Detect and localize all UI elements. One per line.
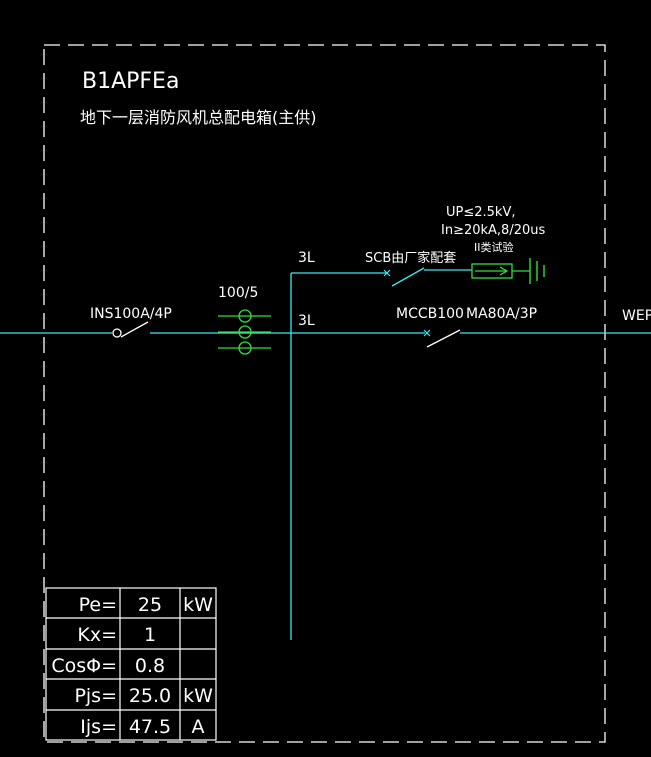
spd-rating-line2: In≥20kA,8/20us [441,223,545,238]
panel-name: 地下一层消防风机总配电箱(主供) [80,108,317,127]
table-row-label: Kx= [77,624,117,646]
ground-icon [529,258,545,284]
outgoing-circuit-label: WEP [622,308,651,324]
outgoing-breaker-trip: MA80A/3P [466,306,537,322]
table-row-value: 25.0 [129,685,171,707]
spd-arrow-head [499,266,509,276]
table-row-label: CosΦ= [51,655,117,677]
table-row-unit: kW [183,685,213,707]
incoming-switch-blade [120,321,149,338]
ct-ratio-label: 100/5 [218,285,258,301]
table-row-value: 47.5 [129,716,171,738]
table-row-label: Pe= [79,594,117,616]
spd-class-label: II类试验 [474,240,514,254]
spd-rating-line1: UP≤2.5kV, [446,205,515,220]
enclosure-boundary [43,44,606,743]
table-row-value: 0.8 [135,655,165,677]
outgoing-breaker-x [423,329,431,337]
busbar-phase-label: 3L [298,313,315,329]
table-row-label: Pjs= [74,685,117,707]
table-row-value: 25 [138,594,162,616]
surge-breaker-x [383,269,391,277]
table-row-label: Ijs= [80,716,117,738]
table-row-unit: kW [183,594,213,616]
surge-breaker-blade [391,267,425,287]
table-row-unit: A [192,716,205,738]
current-transformer-group [218,309,271,355]
surge-breaker-label: SCB由厂家配套 [365,250,456,266]
surge-phase-label: 3L [298,250,315,266]
panel-code: B1APFEa [82,69,179,94]
table-row-value: 1 [144,624,156,646]
outgoing-breaker-blade [426,329,461,348]
incoming-switch-symbol [112,328,122,338]
incoming-switch-label: INS100A/4P [90,306,172,322]
outgoing-breaker-model: MCCB100 [396,306,464,322]
load-table: Pe= 25 kW Kx= 1 CosΦ= 0.8 Pjs= 25.0 kW I… [45,587,217,741]
